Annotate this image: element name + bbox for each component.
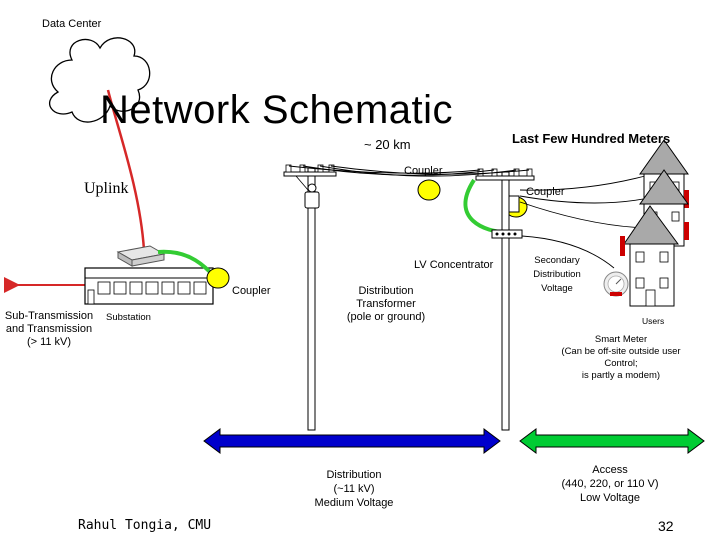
utility-pole-1	[283, 164, 337, 431]
distribution-transformer-label: Distribution Transformer (pole or ground…	[346, 285, 426, 323]
access-range-arrow	[519, 428, 705, 454]
router-icon	[116, 245, 166, 267]
coupling-line-right	[463, 178, 505, 234]
author-footer: Rahul Tongia, CMU	[78, 518, 212, 533]
fiber-link	[106, 89, 146, 251]
page-number: 32	[658, 518, 674, 534]
distance-label: ~ 20 km	[364, 137, 411, 152]
house-front-icon	[620, 205, 679, 307]
uplink-label: Uplink	[84, 180, 129, 197]
substation-building	[84, 267, 214, 305]
last-few-label: Last Few Hundred Meters	[512, 131, 671, 146]
access-range-label: Access (440, 220, or 110 V) Low Voltage	[561, 464, 659, 504]
smart-meter-icon	[603, 271, 629, 297]
coupler-right-label: Coupler	[526, 186, 565, 198]
distribution-range-label: Distribution (~11 kV) Medium Voltage	[314, 469, 394, 509]
coupling-line-left	[157, 249, 212, 274]
power-lines	[288, 165, 673, 269]
substation-label: Substation	[106, 312, 151, 323]
coupler-top-icon	[417, 179, 441, 201]
smart-meter-label: Smart Meter (Can be off-site outside use…	[561, 334, 681, 381]
users-label: Users	[642, 316, 665, 326]
data-center-label: Data Center	[42, 18, 102, 30]
lv-concentrator-label: LV Concentrator	[414, 259, 494, 271]
coupler-top-label: Coupler	[404, 165, 443, 177]
distribution-range-arrow	[203, 428, 501, 454]
secondary-voltage-label: Secondary Distribution Voltage	[533, 255, 581, 294]
lv-concentrator-icon	[491, 229, 523, 239]
coupler-left-label: Coupler	[232, 285, 271, 297]
coupler-left-icon	[206, 267, 230, 289]
sub-transmission-label: Sub-Transmission and Transmission (> 11 …	[4, 310, 94, 348]
page-title: Network Schematic	[100, 88, 454, 132]
data-center-cloud-icon	[49, 37, 151, 123]
